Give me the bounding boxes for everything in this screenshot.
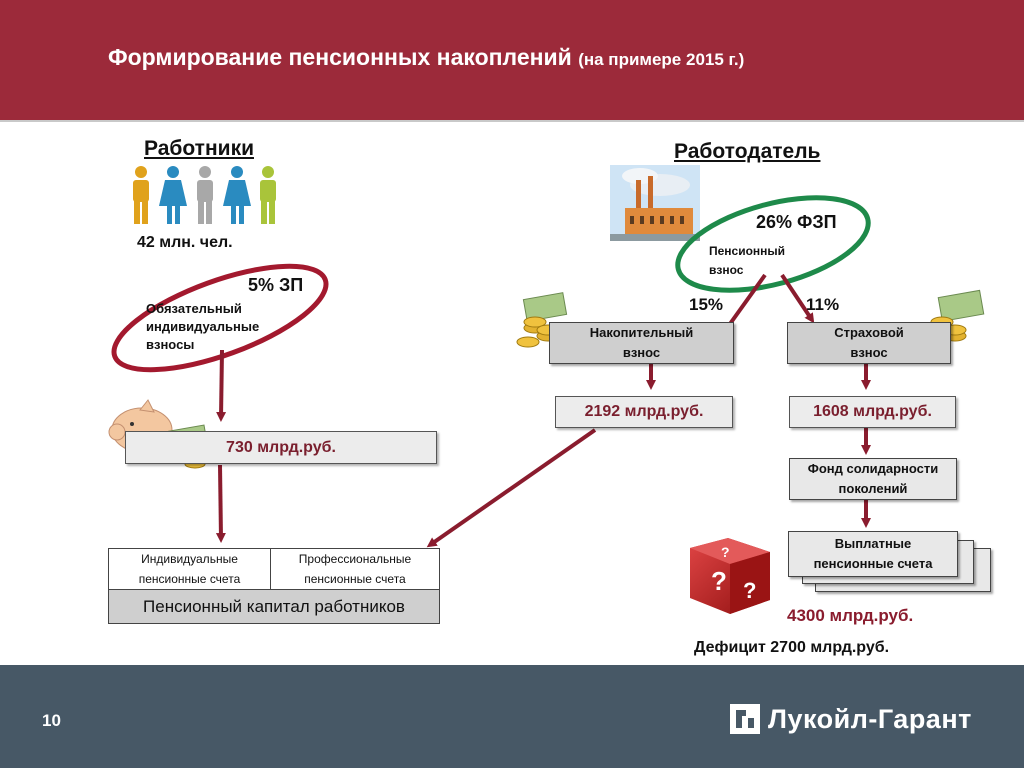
- workers-ellipse: [111, 263, 329, 373]
- logo-text: Лукойл-Гарант: [768, 703, 972, 734]
- funded-contribution-line: Накопительный: [589, 325, 694, 340]
- funded-percent: 15%: [689, 295, 724, 314]
- employer-ellipse: [675, 195, 871, 293]
- employer-contribution-line: взнос: [709, 263, 744, 277]
- employer-rate: 26% ФЗП: [756, 212, 837, 232]
- funded-contribution-line: взнос: [622, 345, 661, 360]
- title-main: Формирование пенсионных накоплений: [108, 44, 572, 70]
- professional-accounts-box: Профессиональные пенсионные счета: [270, 548, 440, 590]
- employer-contribution-label: Пенсионный взнос: [709, 242, 785, 280]
- header-divider: [0, 120, 1024, 122]
- individual-accounts-line: Индивидуальные: [141, 552, 238, 566]
- workers-contribution-line: индивидуальные: [146, 319, 260, 334]
- pension-capital-box: Пенсионный капитал работников: [108, 589, 440, 624]
- solidarity-fund-box: Фонд солидарности поколений: [789, 458, 957, 500]
- individual-accounts-line: пенсионные счета: [138, 572, 241, 586]
- deficit-label: Дефицит 2700 млрд.руб.: [694, 639, 890, 656]
- workers-amount-box: 730 млрд.руб.: [125, 431, 437, 464]
- funded-amount: 2192 млрд.руб.: [584, 403, 704, 420]
- coins-icon: [516, 292, 568, 348]
- title-subtitle: (на примере 2015 г.): [578, 50, 745, 69]
- workers-contribution-line: взносы: [146, 337, 195, 352]
- payout-accounts-box: Выплатные пенсионные счета: [788, 531, 958, 577]
- insurance-contribution-line: взнос: [850, 345, 888, 360]
- payout-amount: 4300 млрд.руб.: [787, 606, 914, 625]
- factory-icon: [610, 165, 700, 241]
- insurance-amount: 1608 млрд.руб.: [813, 403, 932, 420]
- people-icon: [133, 166, 276, 224]
- workers-count: 42 млн. чел.: [137, 234, 233, 251]
- svg-text:?: ?: [743, 578, 756, 603]
- solidarity-fund-line: Фонд солидарности: [807, 461, 939, 476]
- solidarity-fund-line: поколений: [838, 481, 908, 496]
- professional-accounts-line: пенсионные счета: [304, 572, 406, 586]
- page-number: 10: [42, 711, 61, 730]
- individual-accounts-box: Индивидуальные пенсионные счета: [108, 548, 271, 590]
- workers-rate: 5% ЗП: [248, 275, 304, 295]
- workers-amount: 730 млрд.руб.: [226, 438, 336, 456]
- workers-contribution-label: Обязательный индивидуальные взносы: [146, 300, 259, 354]
- footer-bar: [0, 665, 1024, 768]
- svg-text:?: ?: [721, 544, 730, 560]
- employer-contribution-line: Пенсионный: [709, 244, 786, 258]
- insurance-percent: 11%: [806, 295, 840, 314]
- insurance-amount-box: 1608 млрд.руб.: [789, 396, 956, 428]
- insurance-contribution-line: Страховой: [834, 325, 904, 340]
- payout-accounts-line: пенсионные счета: [813, 556, 933, 571]
- funded-contribution-box: Накопительный взнос: [549, 322, 734, 364]
- slide-title: Формирование пенсионных накоплений (на п…: [108, 44, 744, 71]
- workers-contribution-line: Обязательный: [146, 301, 242, 316]
- dice-icon: ? ? ?: [690, 538, 770, 614]
- professional-accounts-line: Профессиональные: [298, 552, 412, 566]
- logo-icon: [730, 704, 760, 734]
- company-logo: Лукойл-Гарант: [730, 702, 972, 736]
- workers-heading: Работники: [144, 137, 254, 160]
- employer-heading: Работодатель: [674, 140, 821, 163]
- funded-amount-box: 2192 млрд.руб.: [555, 396, 733, 428]
- payout-accounts-line: Выплатные: [834, 536, 912, 551]
- pension-capital-label: Пенсионный капитал работников: [143, 596, 405, 616]
- header-bar: [0, 0, 1024, 120]
- svg-text:?: ?: [711, 566, 727, 596]
- insurance-contribution-box: Страховой взнос: [787, 322, 951, 364]
